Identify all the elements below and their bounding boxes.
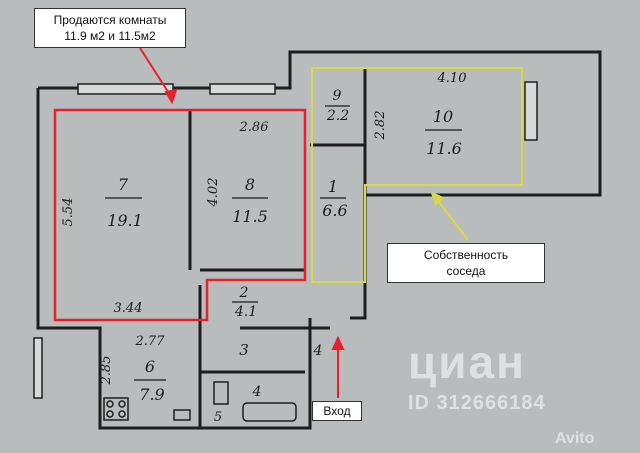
arrow-neighbor-group bbox=[430, 191, 469, 241]
arrow-neighbor-head bbox=[430, 191, 445, 206]
room-10-area: 11.6 bbox=[426, 139, 462, 158]
room-7-area: 19.1 bbox=[107, 211, 143, 230]
window-7 bbox=[77, 83, 174, 95]
arrow-entry-head bbox=[331, 335, 345, 350]
watermark-id: ID 312666184 bbox=[408, 392, 546, 414]
room-6-area: 7.9 bbox=[139, 385, 164, 404]
callout-neighbor-line1: Собственность bbox=[423, 248, 509, 262]
room-7-number: 7 bbox=[118, 175, 129, 194]
room-2-number: 2 bbox=[239, 285, 249, 301]
callout-neighbor-line2: соседа bbox=[446, 264, 486, 278]
fixtures bbox=[103, 381, 297, 422]
room-5-number: 5 bbox=[214, 410, 222, 425]
walls bbox=[36, 50, 602, 430]
window-10 bbox=[524, 81, 538, 141]
arrow-sold bbox=[139, 47, 173, 99]
room-9-area: 2.2 bbox=[326, 108, 349, 124]
dim-room8-width: 2.86 bbox=[239, 120, 269, 135]
dim-room9-height: 2.82 bbox=[373, 111, 388, 141]
callout-for-sale: Продаются комнаты 11.9 м2 и 11.5м2 bbox=[34, 8, 186, 48]
callout-for-sale-line2: 11.9 м2 и 11.5м2 bbox=[64, 29, 156, 43]
sold-rooms-outline bbox=[53, 108, 307, 322]
sink bbox=[173, 409, 191, 421]
stove-burner bbox=[118, 400, 126, 408]
dimensions: 5.54 4.02 2.86 3.44 2.77 2.85 2.82 4.10 bbox=[61, 71, 466, 385]
room-4-number: 4 bbox=[252, 384, 262, 400]
outer-wall-left-bottom bbox=[36, 88, 312, 430]
room-10-number: 10 bbox=[433, 107, 453, 126]
stove-burner bbox=[106, 410, 114, 418]
dim-room8-height: 4.02 bbox=[206, 178, 221, 208]
windows bbox=[33, 81, 538, 399]
room-9-number: 9 bbox=[333, 88, 342, 104]
callout-entry: Вход bbox=[312, 401, 362, 421]
room-1-area: 6.6 bbox=[322, 201, 347, 220]
neighbor-property-outline bbox=[311, 67, 523, 283]
room-8-area: 11.5 bbox=[232, 207, 268, 226]
dim-kitchen-height: 2.85 bbox=[99, 356, 114, 386]
window-8 bbox=[209, 83, 276, 95]
arrow-sold-head bbox=[164, 88, 178, 105]
room-8-number: 8 bbox=[245, 175, 255, 194]
room-2-area: 4.1 bbox=[234, 304, 257, 320]
dim-room7-width: 3.44 bbox=[114, 301, 143, 316]
room-4-number-corridor: 4 bbox=[313, 343, 323, 359]
stove bbox=[103, 397, 129, 421]
callout-neighbor-property: Собственность соседа bbox=[387, 243, 545, 283]
bathtub bbox=[242, 402, 297, 422]
dim-room7-height: 5.54 bbox=[61, 198, 76, 227]
room-6-number: 6 bbox=[145, 357, 155, 376]
room-3-number: 3 bbox=[239, 341, 249, 359]
room-1-number: 1 bbox=[328, 177, 338, 196]
dim-kitchen-width: 2.77 bbox=[135, 334, 166, 349]
arrows bbox=[139, 47, 345, 398]
callout-for-sale-line1: Продаются комнаты bbox=[53, 13, 167, 27]
stove-burner bbox=[118, 410, 126, 418]
watermark-brand: циан bbox=[408, 336, 526, 388]
room-labels: 7 19.1 8 11.5 9 2.2 10 11.6 1 6.6 2 4.1 … bbox=[105, 88, 462, 425]
window-6 bbox=[33, 337, 43, 399]
outer-wall-top-right bbox=[38, 50, 602, 320]
arrow-neighbor bbox=[435, 197, 469, 241]
toilet bbox=[213, 381, 229, 405]
stove-burner bbox=[106, 400, 114, 408]
watermark-avito: Avito bbox=[555, 430, 595, 447]
dim-room10-width: 4.10 bbox=[437, 71, 467, 86]
